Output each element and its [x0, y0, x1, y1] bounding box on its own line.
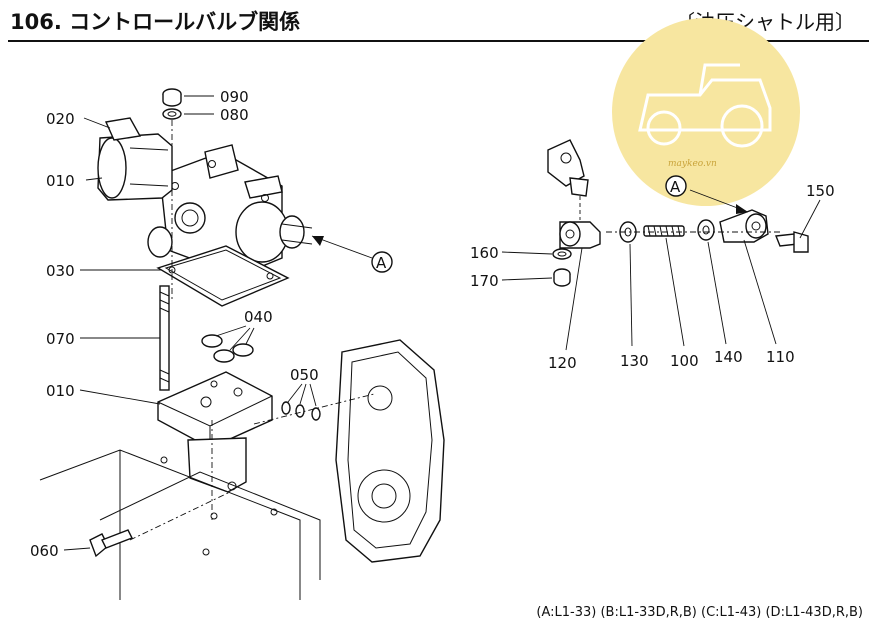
- callout-070: 070: [46, 330, 75, 348]
- part-050-orings: [281, 401, 321, 421]
- callout-030: 030: [46, 262, 75, 280]
- view-arrow-a-right: A: [665, 175, 749, 214]
- part-170-nut: [553, 268, 571, 287]
- part-090-shape: [162, 88, 182, 107]
- view-arrow-a-left: A: [311, 235, 393, 273]
- part-150-bolt: [775, 231, 809, 253]
- view-marker-a-right: A: [670, 178, 681, 196]
- control-valve-body: [147, 144, 313, 277]
- callout-020: 020: [46, 110, 75, 128]
- callout-050: 050: [290, 366, 319, 384]
- page-title: 106. コントロールバルブ関係: [10, 10, 301, 34]
- part-040-orings: [201, 334, 254, 363]
- header-rule: [8, 40, 869, 42]
- callout-120: 120: [548, 354, 577, 372]
- callout-060: 060: [30, 542, 59, 560]
- callout-080: 080: [220, 106, 249, 124]
- part-080-shape: [162, 108, 182, 120]
- callout-100: 100: [670, 352, 699, 370]
- callout-110: 110: [766, 348, 795, 366]
- part-160-washer: [552, 248, 572, 260]
- watermark-text: maykeo.vn: [668, 159, 717, 169]
- callout-130: 130: [620, 352, 649, 370]
- callout-010-upper: 010: [46, 172, 75, 190]
- part-030-gasket: [156, 245, 290, 307]
- part-100-threaded-rod: [643, 225, 685, 237]
- assembly-axes: [129, 120, 375, 541]
- view-marker-a-left: A: [376, 254, 387, 272]
- callout-160: 160: [470, 244, 499, 262]
- callouts-right: 150 160 170 120 130 100 140 110: [470, 182, 835, 372]
- part-020-shape: [97, 117, 173, 201]
- callout-170: 170: [470, 272, 499, 290]
- part-140-nut: [697, 219, 715, 241]
- callouts-left: 020 010 090 080 030 070 040 010 050 060: [30, 88, 319, 560]
- lever-bracket: [547, 139, 589, 220]
- part-070-stud: [159, 285, 170, 391]
- callout-150: 150: [806, 182, 835, 200]
- callout-040: 040: [244, 308, 273, 326]
- model-applicability-footer: (A:L1-33) (B:L1-33D,R,B) (C:L1-43) (D:L1…: [536, 605, 863, 620]
- callout-010-lower: 010: [46, 382, 75, 400]
- part-120-rod-end: [559, 221, 601, 249]
- gear-housing: [335, 339, 445, 563]
- watermark-logo: maykeo.vn: [612, 18, 800, 206]
- part-060-bolt: [89, 529, 133, 558]
- part-010-lower-block: [157, 371, 273, 493]
- transmission-case-plate: [39, 449, 321, 600]
- callout-090: 090: [220, 88, 249, 106]
- callout-140: 140: [714, 348, 743, 366]
- part-110-rod-end: [719, 209, 769, 243]
